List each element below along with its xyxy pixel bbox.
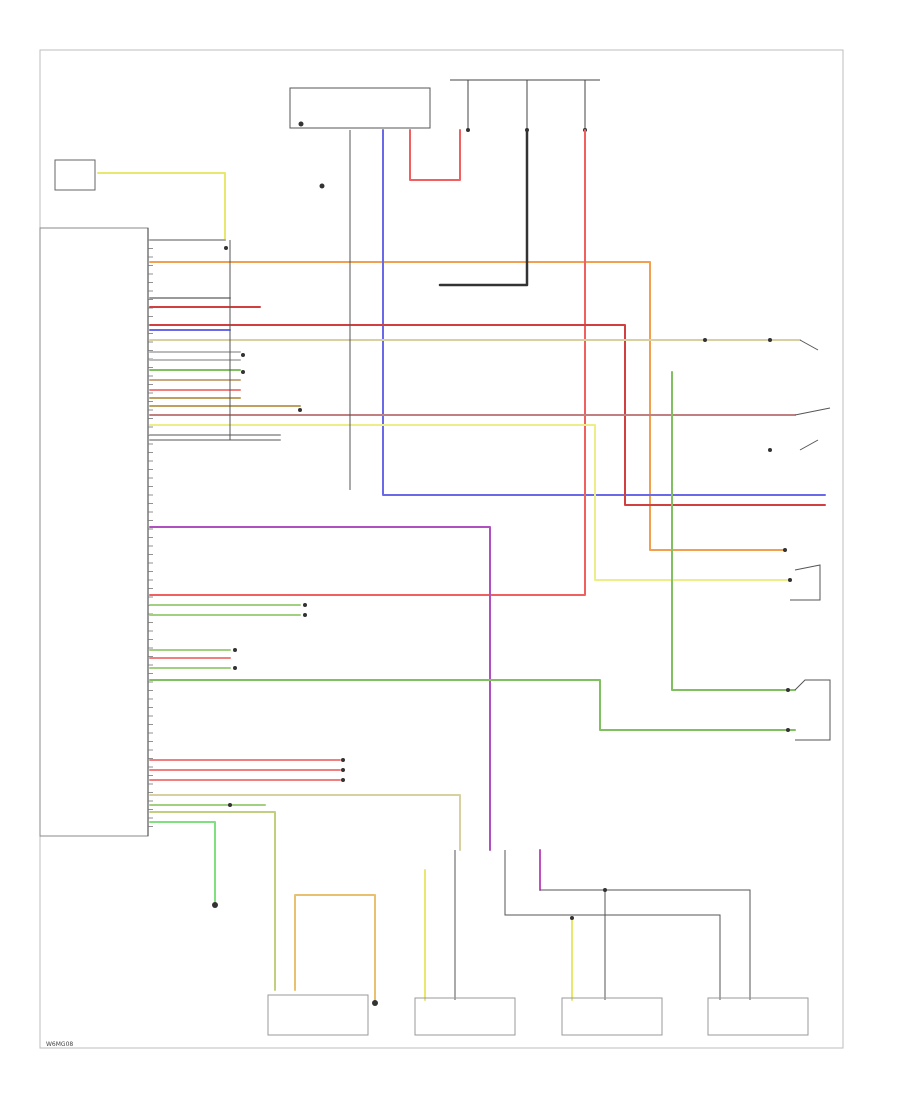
interconnect-2 xyxy=(540,889,751,1000)
bottom-sensor-2 xyxy=(414,997,516,1036)
wire-blue xyxy=(382,129,826,496)
terminal-dot xyxy=(786,728,790,732)
wire-yellow-down xyxy=(294,894,376,1001)
terminal-dot xyxy=(341,768,345,772)
sensor-component xyxy=(54,159,96,191)
module-ground-dot xyxy=(298,121,304,127)
wire-tan-down xyxy=(149,794,461,851)
switch-3 xyxy=(799,439,819,451)
interconnect-group xyxy=(229,130,751,1000)
wire-violet xyxy=(149,526,491,851)
wire-green-down xyxy=(149,821,216,906)
wire-green xyxy=(149,679,796,731)
fuse-block-group xyxy=(450,79,600,130)
splice-dot xyxy=(319,183,325,189)
wire-green-right xyxy=(671,371,796,691)
pin-ticks xyxy=(148,239,153,827)
terminal-dot xyxy=(570,916,574,920)
terminal-dot xyxy=(768,338,772,342)
wire-group xyxy=(97,128,826,1001)
terminal-dot xyxy=(298,408,302,412)
terminal-dot xyxy=(233,648,237,652)
wire-red-long xyxy=(149,129,586,596)
terminal-dots xyxy=(224,246,792,920)
main-control-module xyxy=(39,227,149,837)
fuse-terminal-1 xyxy=(466,128,470,132)
bottom-sensor-4 xyxy=(707,997,809,1036)
wire-red-loop xyxy=(409,129,461,181)
wire-yellow-long xyxy=(149,424,791,581)
terminal-dot xyxy=(341,778,345,782)
terminal-dot xyxy=(788,578,792,582)
bottom-sensor-3 xyxy=(561,997,663,1036)
terminal-dot xyxy=(241,370,245,374)
terminal-dot xyxy=(241,353,245,357)
terminal-dot xyxy=(233,666,237,670)
wire-olive-down xyxy=(149,811,276,991)
terminal-dot xyxy=(603,888,607,892)
wire-orange xyxy=(149,261,786,551)
terminal-dot xyxy=(768,448,772,452)
terminal-dot xyxy=(303,613,307,617)
switch-1 xyxy=(799,339,819,351)
terminal-dot xyxy=(783,548,787,552)
wire-yellow-sensor xyxy=(97,172,226,241)
terminal-dot xyxy=(341,758,345,762)
bottom-sensor-1 xyxy=(267,994,369,1036)
figure-code: W6MG08 xyxy=(46,1041,73,1048)
top-control-module xyxy=(289,87,431,129)
terminal-dot xyxy=(786,688,790,692)
switch-5 xyxy=(794,679,831,741)
terminal-dot xyxy=(303,603,307,607)
wire-black xyxy=(438,128,529,287)
terminal-dot xyxy=(703,338,707,342)
terminal-dot xyxy=(224,246,228,250)
interconnect-1 xyxy=(504,850,721,1000)
ground-point-1 xyxy=(212,902,218,908)
switch-4 xyxy=(790,564,821,601)
switch-2 xyxy=(794,407,831,416)
ground-point-2 xyxy=(372,1000,378,1006)
terminal-dot xyxy=(228,803,232,807)
switch-group xyxy=(790,339,831,741)
